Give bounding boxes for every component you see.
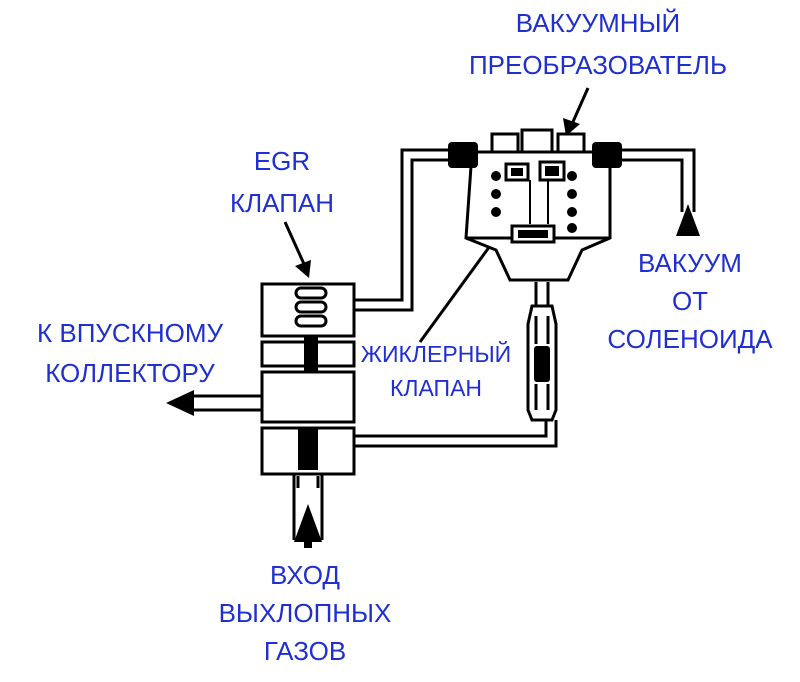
- svg-text:ВХОД: ВХОД: [270, 560, 340, 590]
- transducer-springs: [491, 171, 577, 233]
- intake-outlet-arrow: [166, 390, 262, 416]
- svg-text:СОЛЕНОИДА: СОЛЕНОИДА: [607, 324, 773, 354]
- svg-text:ГАЗОВ: ГАЗОВ: [264, 636, 346, 666]
- label-vacuum-from-solenoid: ВАКУУМ ОТ СОЛЕНОИДА: [607, 248, 773, 354]
- svg-text:К ВПУСКНОМУ: К ВПУСКНОМУ: [37, 318, 223, 348]
- vacuum-transducer: [448, 128, 622, 282]
- svg-text:ЖИКЛЕРНЫЙ: ЖИКЛЕРНЫЙ: [361, 340, 511, 367]
- label-exhaust-gas-inlet: ВХОД ВЫХЛОПНЫХ ГАЗОВ: [219, 560, 392, 666]
- label-vacuum-transducer: ВАКУУМНЫЙ ПРЕОБРАЗОВАТЕЛЬ: [469, 8, 727, 80]
- svg-text:ОТ: ОТ: [672, 286, 708, 316]
- svg-text:КОЛЛЕКТОРУ: КОЛЛЕКТОРУ: [45, 358, 215, 388]
- vacuum-pipes: [352, 148, 696, 448]
- egr-spring: [294, 286, 328, 328]
- transducer-port-middle: [520, 128, 554, 156]
- label-egr-valve: EGR КЛАПАН: [230, 146, 334, 218]
- svg-text:EGR: EGR: [254, 146, 310, 176]
- svg-text:ВАКУУМ: ВАКУУМ: [638, 248, 742, 278]
- label-to-intake-manifold: К ВПУСКНОМУ КОЛЛЕКТОРУ: [37, 318, 223, 388]
- jet-valve-tube: [526, 304, 558, 422]
- egr-valve: [260, 282, 356, 540]
- exhaust-inlet-arrow: [294, 504, 322, 548]
- leader-arrow-transducer: [563, 87, 590, 136]
- leader-arrow-egr: [283, 221, 311, 278]
- svg-text:ПРЕОБРАЗОВАТЕЛЬ: ПРЕОБРАЗОВАТЕЛЬ: [469, 50, 727, 80]
- label-jet-valve: ЖИКЛЕРНЫЙ КЛАПАН: [361, 340, 511, 401]
- svg-text:КЛАПАН: КЛАПАН: [390, 375, 482, 401]
- svg-text:ВЫХЛОПНЫХ: ВЫХЛОПНЫХ: [219, 598, 392, 628]
- svg-text:ВАКУУМНЫЙ: ВАКУУМНЫЙ: [516, 8, 680, 38]
- svg-text:КЛАПАН: КЛАПАН: [230, 188, 334, 218]
- solenoid-vacuum-arrow: [676, 204, 700, 236]
